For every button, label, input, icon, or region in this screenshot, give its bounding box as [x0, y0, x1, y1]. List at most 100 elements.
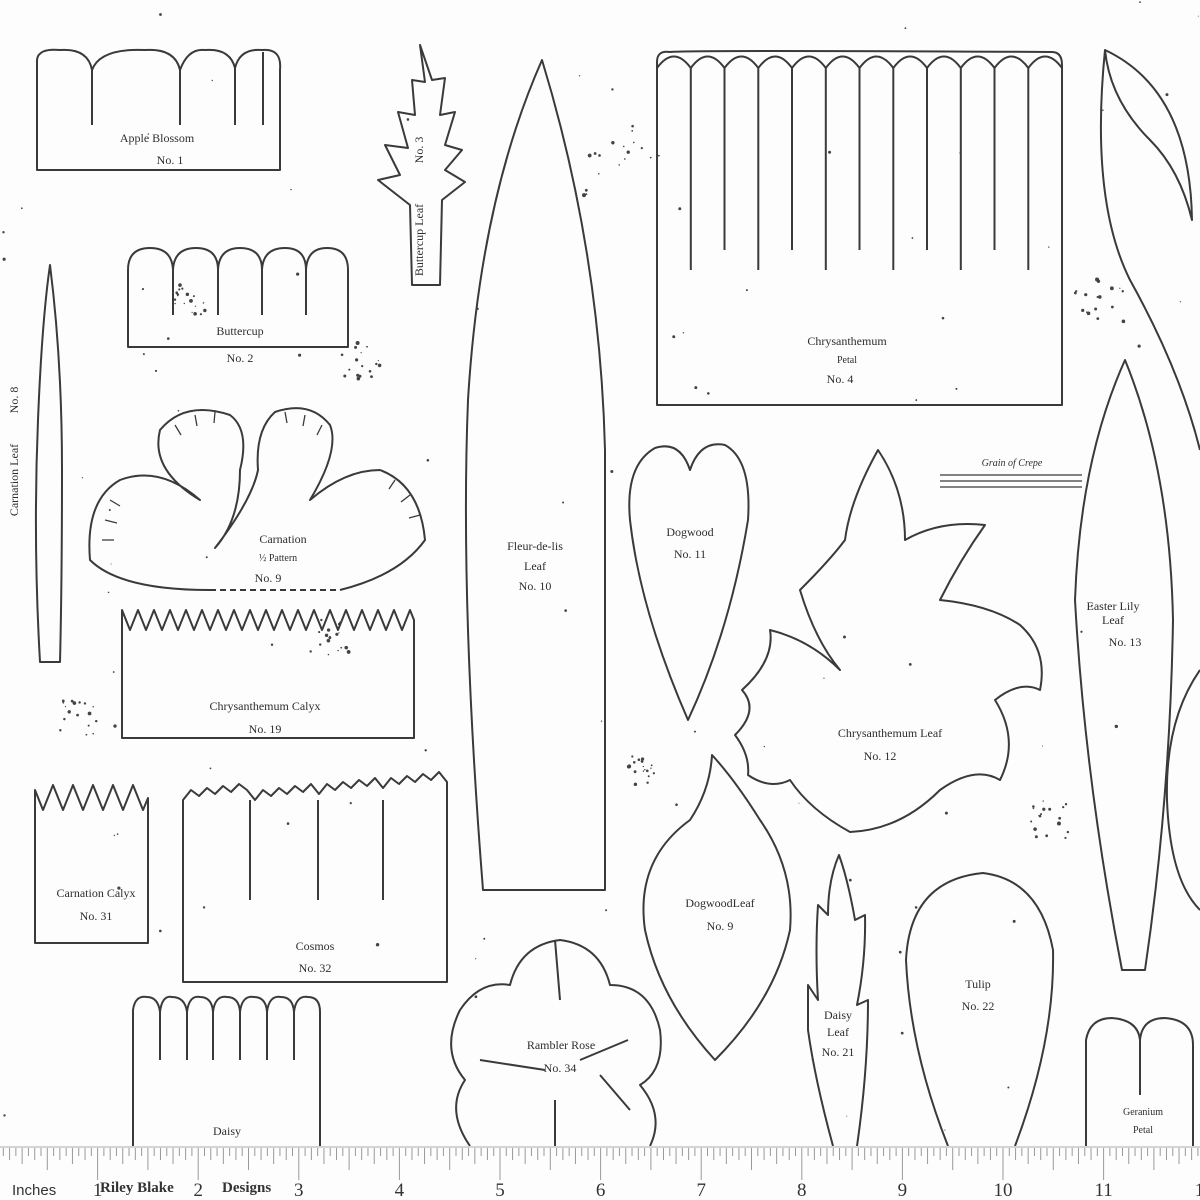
- ink-speck: [672, 335, 676, 339]
- ruler-ticks: [2, 1148, 1199, 1180]
- ink-speck: [343, 374, 347, 378]
- chrysanthemum-petal-shape: Chrysanthemum Petal No. 4: [656, 50, 1063, 406]
- ink-speck: [600, 720, 603, 722]
- ink-speck: [92, 706, 94, 708]
- ink-speck: [640, 760, 644, 763]
- chrysanthemum-calyx-label: Chrysanthemum Calyx: [210, 699, 321, 713]
- grain-of-crepe-marker: Grain of Crepe: [940, 458, 1082, 488]
- ink-speck: [1137, 344, 1141, 348]
- ink-speck: [650, 767, 652, 769]
- ink-speck: [319, 643, 322, 646]
- ruler-number: 9: [898, 1180, 908, 1200]
- ink-speck: [355, 341, 360, 346]
- ink-speck: [141, 287, 145, 291]
- ink-speck: [915, 399, 918, 401]
- ink-speck: [191, 311, 193, 314]
- ink-speck: [904, 27, 907, 30]
- ink-speck: [178, 288, 181, 291]
- ink-speck: [318, 630, 321, 634]
- ink-speck: [356, 376, 361, 381]
- ink-speck: [147, 133, 150, 135]
- ink-speck: [693, 730, 696, 733]
- tulip-label: Tulip: [965, 977, 991, 991]
- ink-speck: [637, 758, 641, 761]
- ink-speck: [1179, 301, 1181, 303]
- ink-speck: [598, 172, 600, 175]
- ink-speck: [368, 369, 372, 373]
- geranium-petal-shape: Geranium Petal: [1085, 1017, 1194, 1146]
- ink-speck: [349, 802, 352, 805]
- ink-speck: [112, 671, 115, 673]
- ink-speck: [1012, 919, 1016, 923]
- ink-speck: [183, 302, 185, 305]
- fleur-de-lis-sub: Leaf: [524, 559, 546, 573]
- ruler-number: 7: [696, 1180, 706, 1200]
- cosmos-number: No. 32: [299, 961, 332, 975]
- ink-speck: [202, 906, 206, 909]
- ink-speck: [2, 257, 6, 261]
- ink-speck: [95, 719, 98, 723]
- ink-speck: [1119, 287, 1121, 289]
- daisy-leaf-label: Daisy: [824, 1008, 852, 1022]
- ink-speck: [1109, 286, 1114, 291]
- ink-speck: [1064, 802, 1068, 806]
- buttercup-label: Buttercup: [216, 324, 263, 338]
- ink-speck: [78, 701, 81, 704]
- ink-speck: [72, 701, 77, 705]
- rambler-rose-shape: Rambler Rose No. 34: [450, 939, 662, 1147]
- ink-speck: [356, 373, 360, 377]
- partial-leaf-right: [1099, 49, 1200, 911]
- ink-speck: [1081, 308, 1085, 312]
- ink-speck: [618, 164, 621, 166]
- ink-speck: [578, 75, 581, 77]
- dogwood-leaf-label: DogwoodLeaf: [685, 896, 754, 910]
- ink-speck: [1032, 807, 1035, 810]
- carnation-number: No. 9: [255, 571, 282, 585]
- ink-speck: [328, 636, 332, 640]
- ink-speck: [647, 775, 650, 778]
- ink-speck: [798, 802, 800, 804]
- ink-speck: [185, 292, 190, 297]
- ink-speck: [1084, 293, 1088, 297]
- ink-speck: [1096, 279, 1101, 283]
- ink-speck: [320, 618, 323, 622]
- carnation-leaf-number: No. 8: [7, 387, 21, 414]
- ruler-number: 2: [193, 1180, 203, 1200]
- ink-speck: [344, 645, 349, 650]
- apple-blossom-number: No. 1: [157, 153, 184, 167]
- ink-speck: [337, 649, 339, 652]
- ink-speck: [1042, 800, 1044, 802]
- ink-speck: [587, 153, 592, 158]
- ink-speck: [842, 635, 846, 639]
- ink-speck: [1058, 816, 1062, 820]
- ink-speck: [366, 345, 368, 348]
- ink-speck: [657, 154, 660, 157]
- ruler-number: 3: [294, 1180, 304, 1200]
- buttercup-number: No. 2: [227, 351, 254, 365]
- ink-speck: [624, 158, 626, 160]
- chrysanthemum-petal-label: Chrysanthemum: [807, 334, 887, 348]
- ink-speck: [174, 302, 176, 305]
- ink-speck: [1086, 311, 1091, 316]
- ink-speck: [1121, 290, 1124, 293]
- ink-speck: [67, 710, 71, 714]
- ink-speck: [2, 230, 5, 234]
- ink-speck: [645, 769, 649, 773]
- ink-speck: [297, 353, 302, 357]
- ink-speck: [340, 353, 344, 357]
- ink-speck: [646, 781, 649, 784]
- ink-speck: [584, 188, 588, 192]
- buttercup-leaf-label: Buttercup Leaf: [412, 204, 426, 276]
- ruler-unit-label: Inches: [12, 1182, 56, 1199]
- ink-speck: [61, 699, 65, 703]
- ink-speck: [286, 822, 290, 825]
- ink-speck: [59, 729, 62, 732]
- ink-speck: [632, 141, 635, 144]
- ink-speck: [3, 1114, 6, 1117]
- tulip-number: No. 22: [962, 999, 995, 1013]
- ink-speck: [85, 733, 88, 736]
- ink-speck: [763, 745, 766, 748]
- brand-designs: Designs: [222, 1180, 271, 1196]
- carnation-calyx-shape: Carnation Calyx No. 31: [34, 784, 149, 944]
